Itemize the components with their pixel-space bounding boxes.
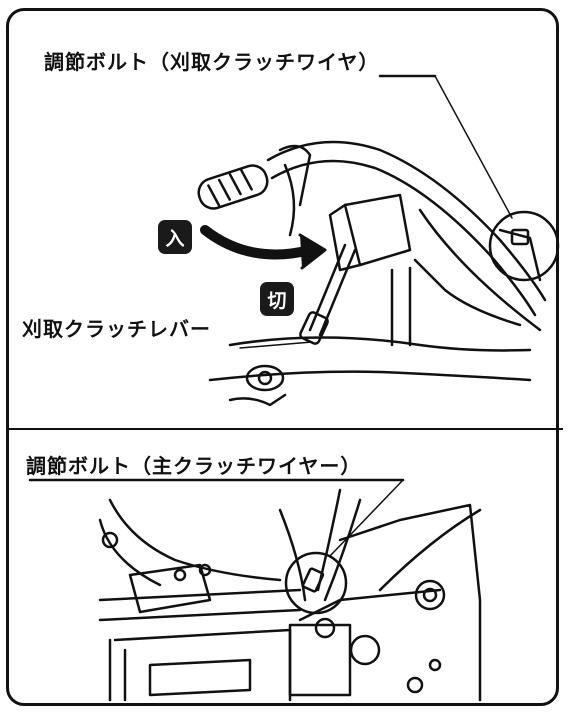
detail-circle-bottom — [284, 551, 348, 615]
disengage-badge: 切 — [260, 282, 294, 316]
lever-label: 刈取クラッチレバー — [22, 317, 211, 341]
engage-arrow — [200, 225, 315, 260]
panel-divider — [6, 428, 563, 430]
main-clutch-illustration — [98, 488, 482, 702]
handlebar-illustration — [197, 140, 547, 407]
top-bolt-label: 調節ボルト（刈取クラッチワイヤ） — [44, 50, 380, 74]
detail-circle-top — [488, 210, 560, 282]
bottom-bolt-label: 調節ボルト（主クラッチワイヤー） — [26, 454, 362, 478]
engage-badge: 入 — [158, 220, 192, 254]
